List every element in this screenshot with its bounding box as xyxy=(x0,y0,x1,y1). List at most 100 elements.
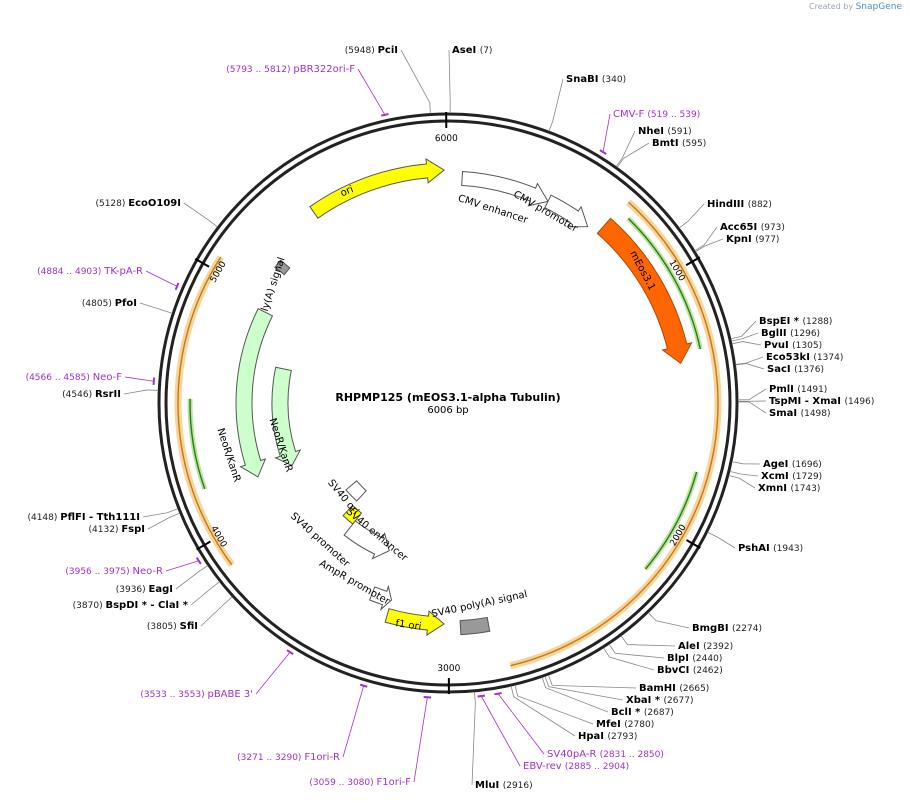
site-label-xbai: XbaI * (2677) xyxy=(626,695,693,706)
site-label-tspmi-xmai: TspMI - XmaI (1496) xyxy=(769,396,874,407)
site-label-bamhi: BamHI (2665) xyxy=(639,683,709,694)
orf-green-line xyxy=(189,398,206,490)
primer-leader-neo-f xyxy=(124,376,154,382)
site-leader-pflfi-tth111i xyxy=(142,508,179,518)
site-leader-acc65i xyxy=(694,226,718,252)
feature-neor-kanr-inner xyxy=(271,366,302,467)
orf-line-arc xyxy=(177,256,233,566)
site-leader-hindiii xyxy=(678,203,705,229)
feature-cmv-promoter xyxy=(544,194,589,228)
site-label-hpai: HpaI (2793) xyxy=(578,731,637,742)
feature-hsv-tk-poly-a-signal xyxy=(274,259,291,276)
site-label-acc65i: Acc65I (973) xyxy=(720,222,785,233)
feature-label-f1-ori: f1 ori xyxy=(395,618,422,633)
orf-line-arc xyxy=(510,201,719,667)
orf-highlight-arc xyxy=(174,255,235,567)
primer-label-sv40pa-r: SV40pA-R (2831 .. 2850) xyxy=(547,749,664,760)
site-leader-fspi xyxy=(147,512,180,530)
site-label-pcii: (5948) PciI xyxy=(345,45,398,56)
site-leader-bspei xyxy=(730,320,757,340)
site-leader-mfei xyxy=(514,685,594,725)
site-label-agei: AgeI (1696) xyxy=(763,459,822,470)
feature-cmv-enhancer xyxy=(461,170,549,207)
site-label-snabi: SnaBI (340) xyxy=(566,74,626,85)
site-label-pshai: PshAI (1943) xyxy=(738,543,803,554)
site-label-mfei: MfeI (2780) xyxy=(596,719,654,730)
site-leader-rsrii xyxy=(123,389,159,395)
site-leader-agei xyxy=(731,461,761,465)
site-label-smai: SmaI (1498) xyxy=(769,408,831,419)
site-leader-bspdi-clai xyxy=(190,581,220,606)
primer-leader-tk-pa-r xyxy=(145,270,178,287)
primer-leader-sv40pa-r xyxy=(497,693,545,755)
snapgene-credit: Created by SnapGene xyxy=(809,2,902,12)
primer-label-f1ori-r: (3271 .. 3290) F1ori-R xyxy=(237,752,340,763)
site-leader-pshai xyxy=(707,531,736,549)
site-label-bspdi-clai: (3870) BspDI * - ClaI * xyxy=(73,600,189,611)
feature-sv40-poly-a-signal xyxy=(459,616,491,636)
site-label-pmli: PmlI (1491) xyxy=(769,384,827,395)
site-label-bcli: BclI * (2687) xyxy=(611,707,674,718)
site-label-sfii: (3805) SfiI xyxy=(147,621,198,632)
primer-mark-f1ori-r xyxy=(359,683,368,688)
primer-label-pbabe-3: (3533 .. 3553) pBABE 3' xyxy=(140,689,253,700)
site-leader-bbvci xyxy=(603,647,655,671)
primer-label-pbr322ori-f: (5793 .. 5812) pBR322ori-F xyxy=(226,64,355,75)
primer-label-tk-pa-r: (4884 .. 4903) TK-pA-R xyxy=(37,266,143,277)
feature-sv40-enhancer xyxy=(345,480,367,502)
primer-mark-pbr322ori-f xyxy=(381,113,389,117)
feature-ampr-promoter xyxy=(368,584,393,611)
tick-2000 xyxy=(685,539,701,549)
site-label-eagi: (3936) EagI xyxy=(116,584,173,595)
primer-leader-f1ori-f xyxy=(413,697,428,783)
site-label-bglii: BglII (1296) xyxy=(761,328,820,339)
site-leader-eco53ki xyxy=(735,356,764,365)
site-label-eco53ki: Eco53kI (1374) xyxy=(766,352,843,363)
tick-4000 xyxy=(196,540,211,551)
orf-green-arc xyxy=(187,398,208,490)
site-leader-bamhi xyxy=(548,674,637,689)
primer-leader-f1ori-r xyxy=(342,685,365,758)
site-label-hindiii: HindIII (882) xyxy=(707,199,772,210)
site-label-asei: AseI (7) xyxy=(452,45,492,56)
feature-meos3-1 xyxy=(596,217,693,365)
primer-mark-sv40pa-r xyxy=(494,692,502,696)
site-label-bmgbi: BmgBI (2274) xyxy=(692,623,762,634)
site-leader-pvui xyxy=(731,341,762,346)
primer-mark-tk-pa-r xyxy=(174,282,180,291)
site-leader-xmni xyxy=(728,475,756,489)
primer-mark-pbabe-3 xyxy=(286,649,294,655)
primer-mark-f1ori-f xyxy=(423,695,432,699)
primer-mark-cmv-f xyxy=(599,149,607,155)
site-leader-ecoo109i xyxy=(183,202,218,228)
site-leader-pmli xyxy=(737,388,767,401)
site-leader-xcmi xyxy=(729,470,759,477)
primer-leader-pbabe-3 xyxy=(255,651,291,695)
site-leader-nhei xyxy=(615,130,636,167)
site-label-xmni: XmnI (1743) xyxy=(758,483,820,494)
site-leader-kpni xyxy=(695,238,724,253)
site-label-xcmi: XcmI (1729) xyxy=(761,471,822,482)
site-label-alei: AleI (2392) xyxy=(678,641,733,652)
tick-label-3000: 3000 xyxy=(437,664,460,674)
feature-label-sv40-poly-a-signal: SV40 poly(A) signal xyxy=(431,589,529,620)
primer-mark-ebv-rev xyxy=(477,694,486,698)
site-label-bbvci: BbvCI (2462) xyxy=(657,665,723,676)
site-label-saci: SacI (1376) xyxy=(767,364,824,375)
site-leader-bglii xyxy=(731,332,759,342)
primer-leader-pbr322ori-f xyxy=(357,68,386,116)
site-label-rsrii: (4546) RsrII xyxy=(62,389,121,400)
plasmid-title: RHPMP125 (mEOS3.1-alpha Tubulin) xyxy=(335,391,560,404)
primer-leader-ebv-rev xyxy=(480,695,521,767)
site-label-fspi: (4132) FspI xyxy=(89,524,145,535)
site-label-blpi: BlpI (2440) xyxy=(667,653,722,664)
feature-sv40-ori xyxy=(342,504,363,525)
tick-label-6000: 6000 xyxy=(435,134,458,144)
site-leader-hpai xyxy=(510,685,576,737)
site-leader-asei xyxy=(448,49,451,114)
primer-label-neo-r: (3956 .. 3975) Neo-R xyxy=(65,566,163,577)
site-leader-xbai xyxy=(544,676,624,701)
site-leader-bmgbi xyxy=(648,612,690,629)
feature-label-ampr-promoter: AmpR promoter xyxy=(317,558,392,608)
